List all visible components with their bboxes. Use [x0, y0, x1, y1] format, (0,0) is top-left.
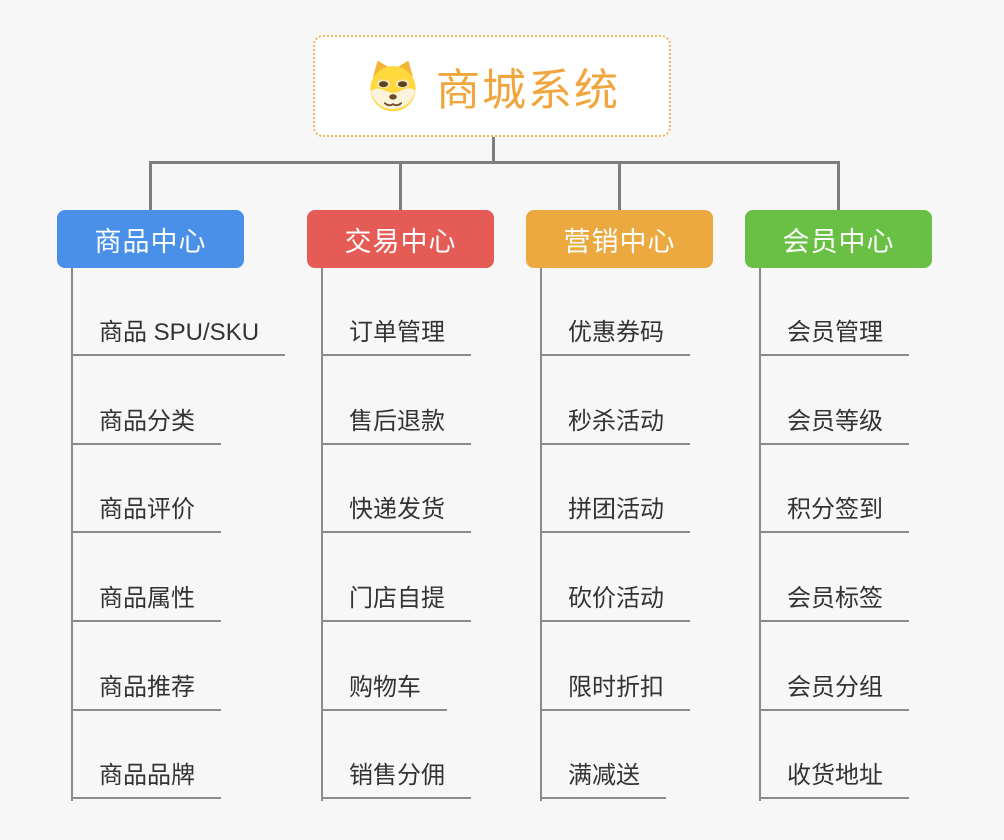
node-shipping-address[interactable]: 收货地址	[759, 761, 909, 799]
node-full-reduction[interactable]: 满减送	[540, 761, 666, 799]
node-member-management[interactable]: 会员管理	[759, 318, 909, 356]
node-product-attribute[interactable]: 商品属性	[71, 584, 221, 622]
branch-header-member-center[interactable]: 会员中心	[745, 210, 932, 268]
branch-line-product-center	[71, 268, 73, 801]
node-express-delivery[interactable]: 快递发货	[321, 495, 471, 533]
branch-marketing-center: 营销中心 优惠券码 秒杀活动 拼团活动 砍价活动 限时折扣 满减送	[526, 210, 766, 810]
connector-drop-product	[149, 161, 152, 210]
branch-header-marketing-center[interactable]: 营销中心	[526, 210, 713, 268]
branch-header-product-center[interactable]: 商品中心	[57, 210, 244, 268]
connector-bus	[149, 161, 840, 164]
doge-icon	[370, 60, 416, 112]
branch-trade-center: 交易中心 订单管理 售后退款 快递发货 门店自提 购物车 销售分佣	[307, 210, 547, 810]
branch-product-center: 商品中心 商品 SPU/SKU 商品分类 商品评价 商品属性 商品推荐 商品品牌	[57, 210, 297, 810]
node-product-review[interactable]: 商品评价	[71, 495, 221, 533]
node-product-brand[interactable]: 商品品牌	[71, 761, 221, 799]
node-bargain-activity[interactable]: 砍价活动	[540, 584, 690, 622]
node-member-level[interactable]: 会员等级	[759, 407, 909, 445]
node-product-spu-sku[interactable]: 商品 SPU/SKU	[71, 318, 286, 356]
node-product-recommend[interactable]: 商品推荐	[71, 673, 221, 711]
node-group-buying[interactable]: 拼团活动	[540, 495, 690, 533]
node-member-tag[interactable]: 会员标签	[759, 584, 909, 622]
node-points-checkin[interactable]: 积分签到	[759, 495, 909, 533]
node-sales-commission[interactable]: 销售分佣	[321, 761, 471, 799]
node-limited-time-discount[interactable]: 限时折扣	[540, 673, 690, 711]
branch-line-trade-center	[321, 268, 323, 801]
root-title: 商城系统	[436, 66, 620, 115]
branch-line-member-center	[759, 268, 761, 801]
node-after-sale-refund[interactable]: 售后退款	[321, 407, 471, 445]
branch-header-trade-center[interactable]: 交易中心	[307, 210, 494, 268]
root-node[interactable]: 商城系统	[313, 35, 671, 137]
connector-root-stem	[492, 137, 495, 163]
node-coupon-code[interactable]: 优惠券码	[540, 318, 690, 356]
connector-drop-marketing	[618, 161, 621, 210]
node-member-group[interactable]: 会员分组	[759, 673, 909, 711]
node-store-pickup[interactable]: 门店自提	[321, 584, 471, 622]
node-product-category[interactable]: 商品分类	[71, 407, 221, 445]
node-order-management[interactable]: 订单管理	[321, 318, 471, 356]
connector-drop-member	[837, 161, 840, 210]
node-flash-sale[interactable]: 秒杀活动	[540, 407, 690, 445]
node-shopping-cart[interactable]: 购物车	[321, 673, 447, 711]
branch-member-center: 会员中心 会员管理 会员等级 积分签到 会员标签 会员分组 收货地址	[745, 210, 985, 810]
connector-drop-trade	[399, 161, 402, 210]
branch-line-marketing-center	[540, 268, 542, 801]
